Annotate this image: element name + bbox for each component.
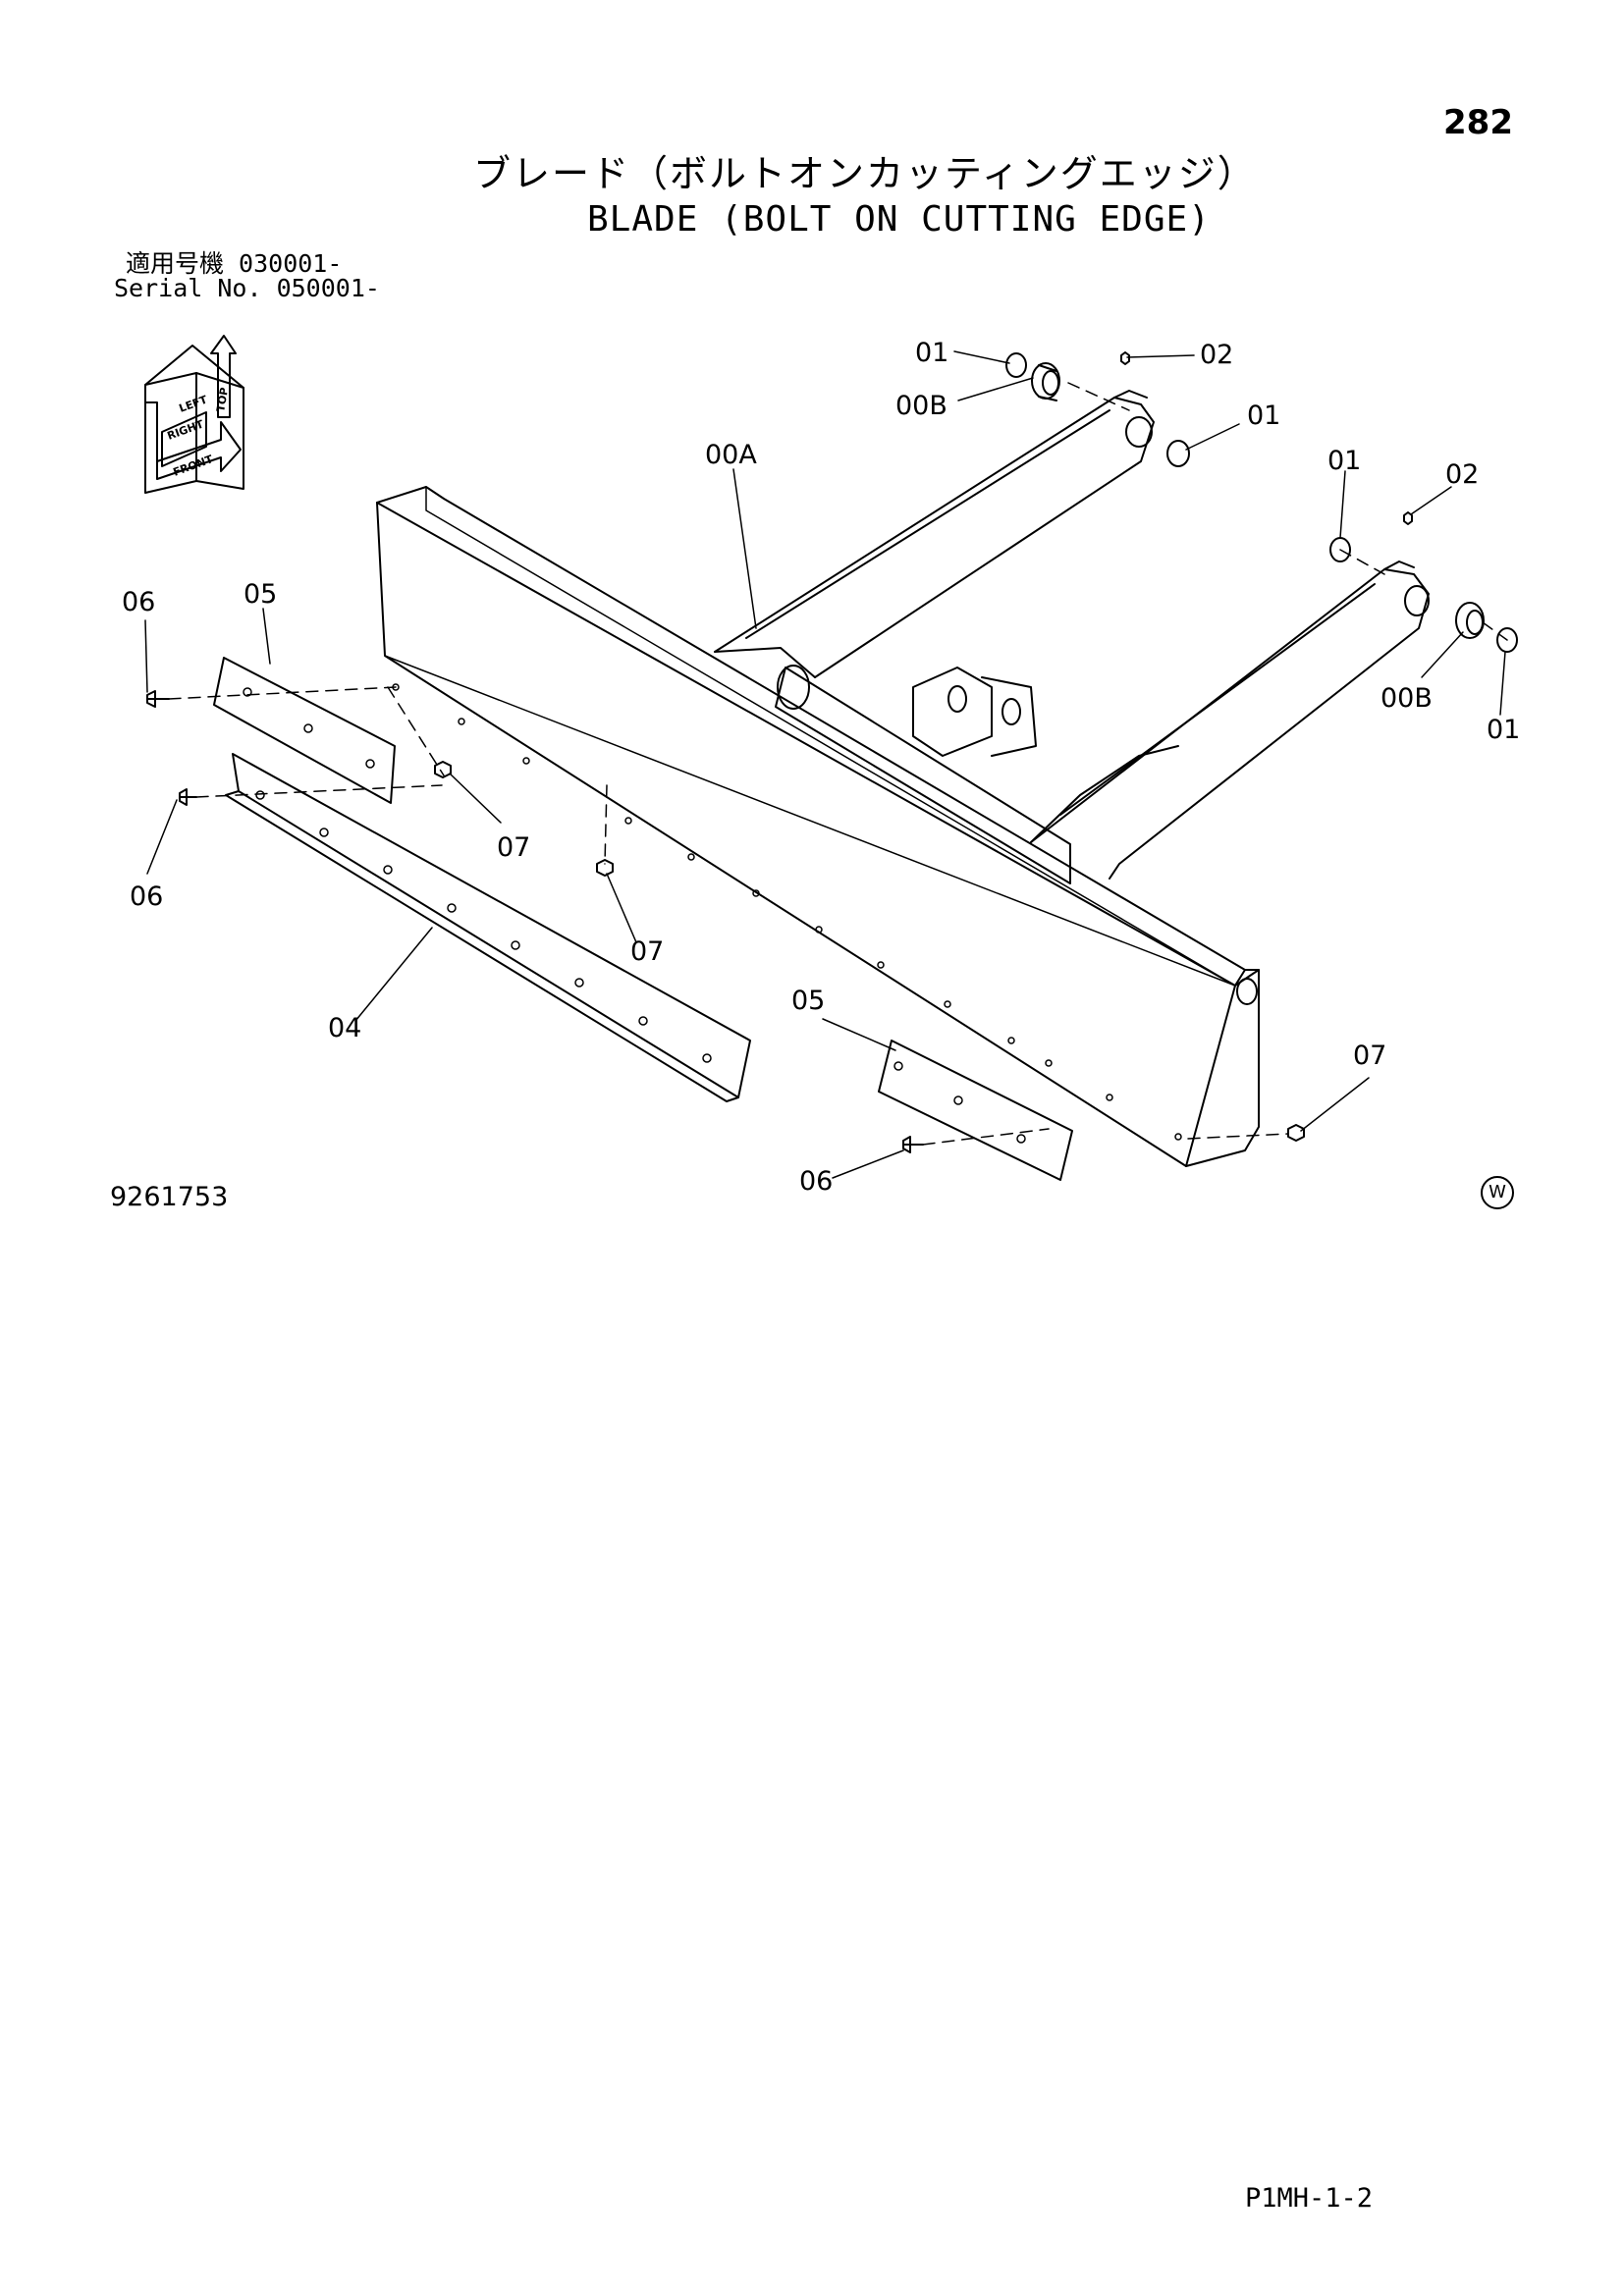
page-number: 282 [1443, 103, 1513, 142]
orientation-front-label: FRONT [172, 453, 215, 479]
callout-07: 07 [1353, 1041, 1386, 1071]
callout-01: 01 [1327, 446, 1361, 476]
orientation-left-label: LEFT [178, 393, 210, 414]
callout-06: 06 [122, 587, 155, 617]
callout-07: 07 [630, 936, 664, 967]
end-bit-05-left [213, 657, 396, 804]
callout-01: 01 [915, 338, 948, 368]
callout-04: 04 [328, 1013, 361, 1043]
push-arm-left [714, 390, 1155, 678]
callout-00B: 00B [895, 391, 947, 421]
blade-exploded-diagram: TOP FRONT RIGHT LEFT [122, 335, 1520, 1197]
end-bit-05-right [878, 1040, 1073, 1181]
title-english: BLADE (BOLT ON CUTTING EDGE) [587, 199, 1211, 240]
orientation-top-label: TOP [214, 387, 231, 413]
bolt-06-parts [146, 690, 924, 1153]
w-mark-icon: W [1481, 1176, 1514, 1209]
callout-01: 01 [1487, 715, 1520, 745]
callout-06: 06 [799, 1166, 833, 1197]
push-arm-right [1030, 561, 1430, 880]
blade-body [376, 486, 1260, 1167]
orientation-cube-icon: TOP FRONT RIGHT LEFT [144, 335, 244, 494]
leader-lines [144, 350, 1506, 1179]
callout-00A: 00A [705, 440, 757, 470]
serial-range-english: Serial No. 050001- [114, 274, 380, 302]
page-code: P1MH-1-2 [1245, 2183, 1374, 2214]
callout-01: 01 [1247, 400, 1280, 431]
cutting-edge-04 [225, 753, 751, 1102]
callout-00B: 00B [1380, 683, 1433, 714]
title-japanese: ブレード（ボルトオンカッティングエッジ） [473, 152, 1257, 195]
callout-07: 07 [497, 832, 530, 863]
callout-02: 02 [1445, 459, 1479, 490]
callout-06: 06 [130, 881, 163, 912]
drawing-number: 9261753 [110, 1182, 229, 1212]
serial-range-japanese: 適用号機 030001- [126, 249, 343, 278]
callout-02: 02 [1200, 340, 1233, 370]
pin-hardware [1005, 351, 1518, 653]
callout-05: 05 [791, 986, 825, 1016]
callout-05: 05 [244, 579, 277, 610]
cross-tube [775, 665, 1071, 884]
assembly-lines [168, 382, 1508, 1146]
